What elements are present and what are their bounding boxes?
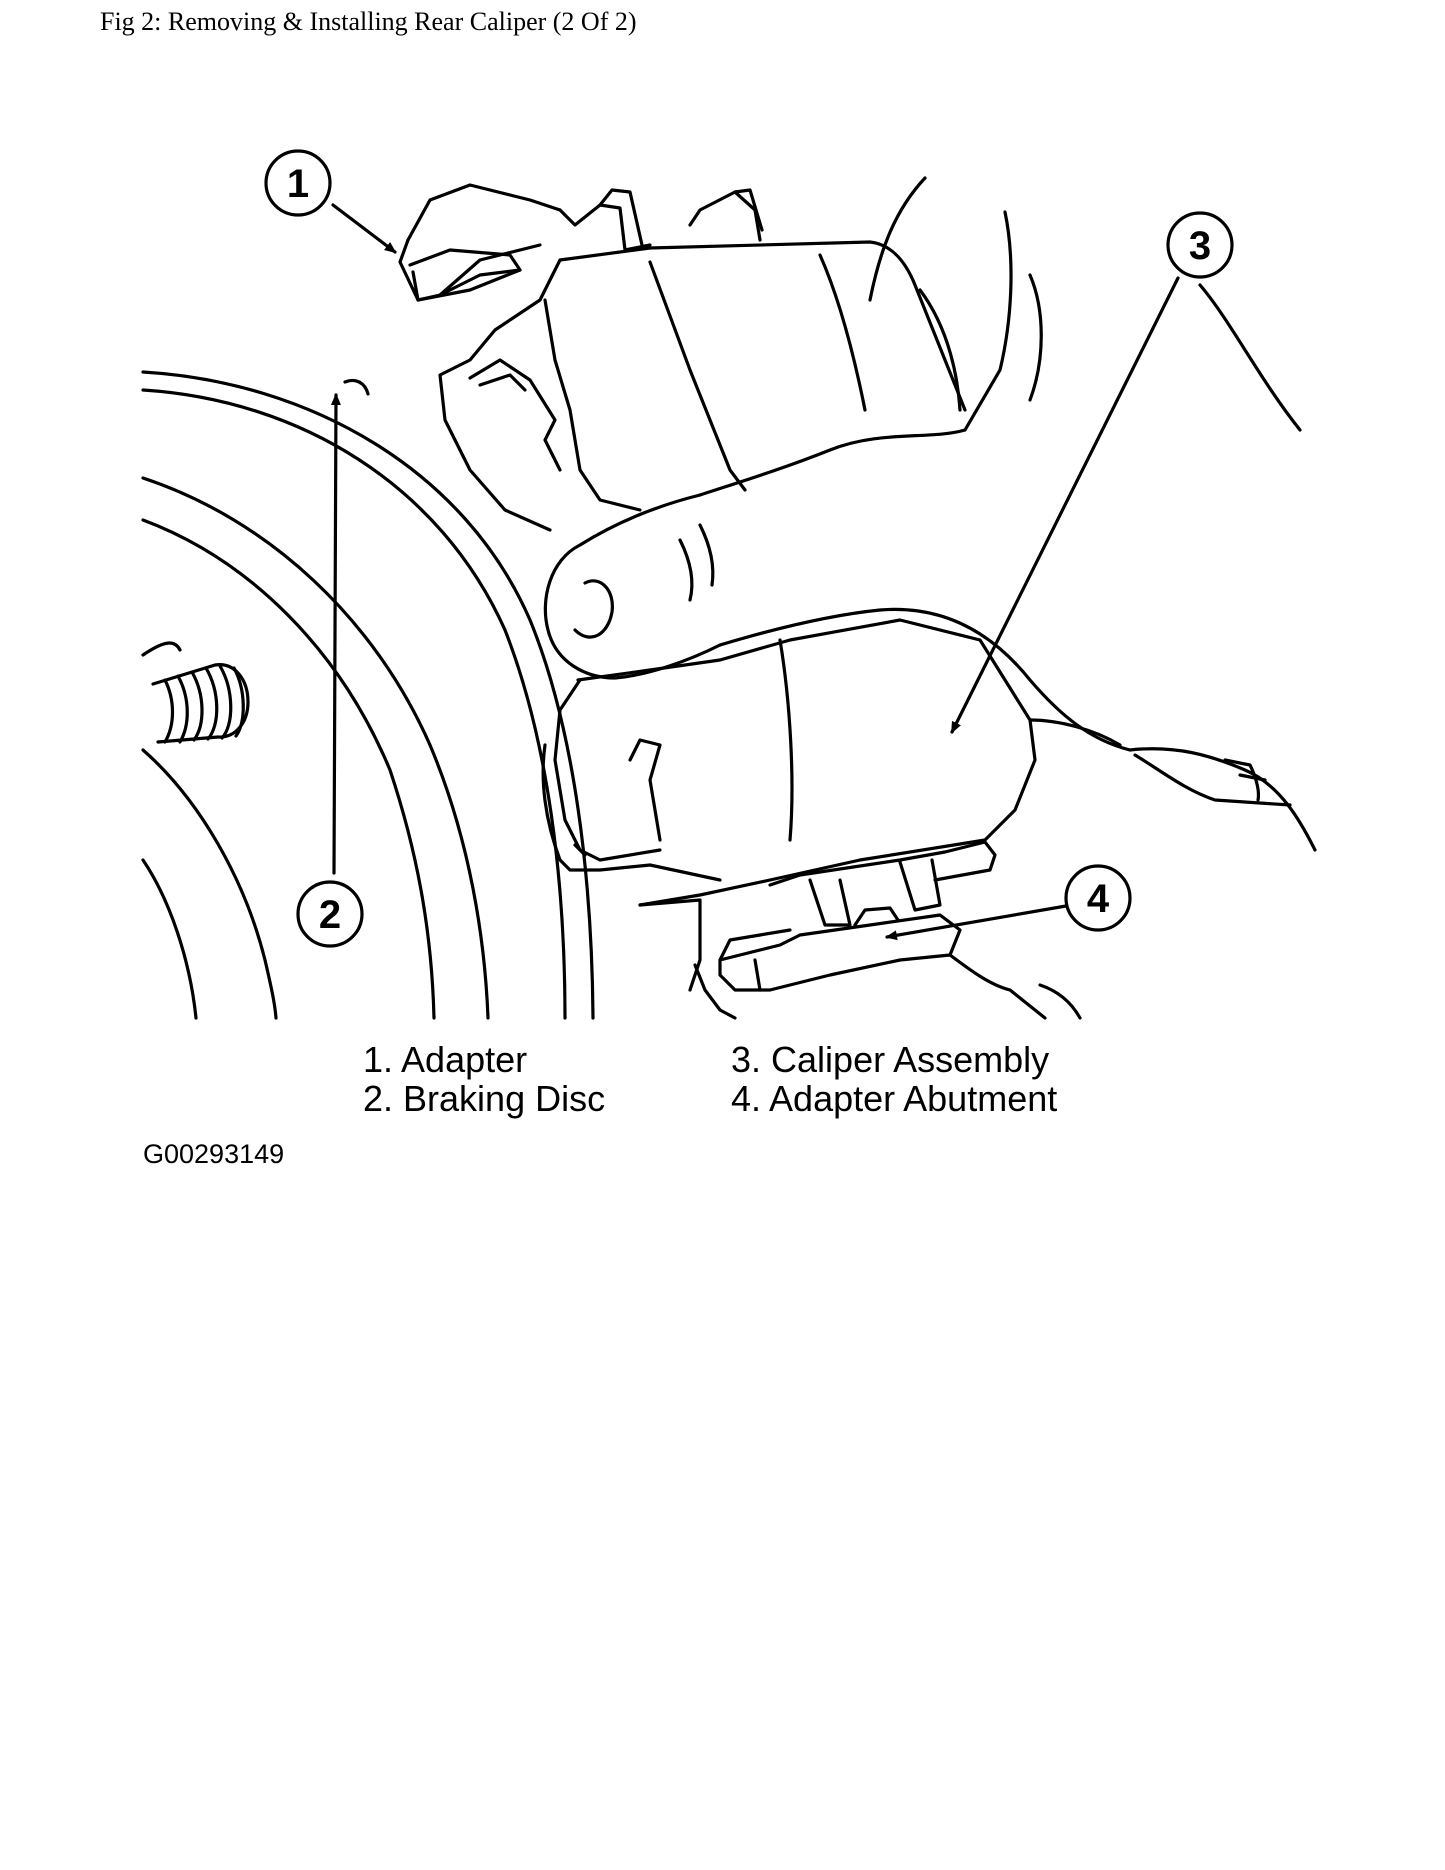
- callout-number-4: 4: [1087, 877, 1110, 921]
- wheel-stud: [151, 663, 250, 744]
- figure-title: Fig 2: Removing & Installing Rear Calipe…: [100, 7, 637, 36]
- braking-disc: [141, 370, 595, 1020]
- caliper-line-drawing: 1 2 3 4: [141, 149, 1317, 1020]
- callout-circle-1: [264, 149, 332, 217]
- callout-circle-4: [1064, 864, 1132, 932]
- legend-item-adapter-abutment: 4. Adapter Abutment: [731, 1078, 1058, 1119]
- caliper-illustration: 1 2 3 4: [141, 149, 1317, 1020]
- legend-item-braking-disc: 2. Braking Disc: [363, 1078, 606, 1119]
- callout-number-3: 3: [1189, 224, 1211, 268]
- adapter-bracket: [398, 183, 764, 302]
- legend-left-column: 1. Adapter 2. Braking Disc: [363, 1040, 605, 1118]
- leader-lines: [330, 203, 1180, 941]
- caliper-assembly: [438, 240, 1037, 907]
- figure-id: G00293149: [143, 1139, 285, 1169]
- callout-circle-3: [1166, 211, 1234, 279]
- hand: [543, 176, 1317, 852]
- callout-number-1: 1: [287, 162, 309, 206]
- legend-item-caliper-assembly: 3. Caliper Assembly: [731, 1039, 1050, 1080]
- callout-circle-2: [296, 880, 364, 948]
- legend-item-adapter: 1. Adapter: [363, 1039, 528, 1080]
- legend-right-column: 3. Caliper Assembly 4. Adapter Abutment: [731, 1040, 1057, 1118]
- callout-number-2: 2: [319, 893, 341, 937]
- adapter-abutment: [638, 840, 1082, 1020]
